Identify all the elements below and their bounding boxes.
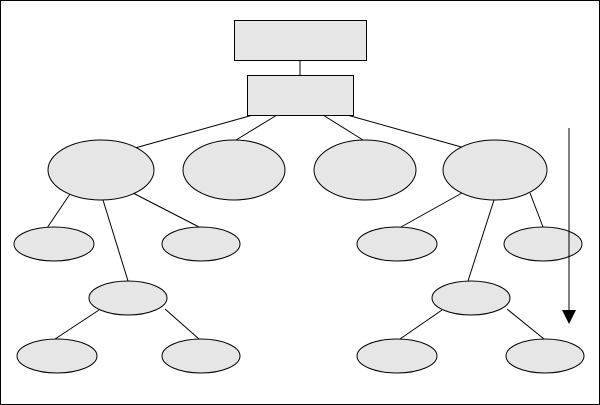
node-l4-a1: [16, 338, 98, 374]
edge-l3-a3-to-l4-a1: [54, 309, 100, 340]
edge-sub-root-to-l2-a: [134, 114, 254, 149]
edge-l2-d-to-l3-d2: [529, 192, 544, 228]
node-l4-a2: [161, 338, 241, 374]
edge-l3-a3-to-l4-a2: [164, 308, 200, 340]
edge-l3-d3-to-l4-d2: [506, 308, 545, 340]
edge-l2-a-to-l3-a3: [102, 199, 129, 282]
node-l2-c: [313, 139, 417, 201]
node-root: [234, 20, 367, 61]
direction-arrow: [562, 128, 576, 324]
edge-l2-d-to-l3-d1: [400, 192, 463, 228]
edge-layer: [46, 60, 545, 340]
edge-sub-root-to-l2-b: [235, 114, 278, 141]
node-l3-d2: [503, 226, 583, 262]
node-l3-a2: [161, 226, 241, 262]
node-l3-a1: [13, 226, 95, 262]
node-l4-d2: [505, 338, 585, 374]
edge-sub-root-to-l2-d: [346, 114, 466, 149]
node-l2-d: [442, 139, 548, 201]
edge-sub-root-to-l2-c: [322, 114, 364, 141]
node-l2-a: [47, 139, 155, 201]
node-l2-b: [182, 139, 286, 201]
arrow-head-down: [562, 310, 576, 324]
edge-l2-a-to-l3-a2: [132, 192, 200, 228]
node-l3-a3: [88, 280, 168, 316]
edge-l2-a-to-l3-a1: [46, 193, 71, 229]
node-layer: [13, 20, 585, 374]
edge-l3-d3-to-l4-d1: [399, 309, 443, 340]
edge-l2-d-to-l3-d3: [467, 199, 495, 282]
node-l4-d1: [356, 338, 438, 374]
node-l3-d1: [356, 226, 438, 262]
node-l3-d3: [431, 280, 511, 316]
node-sub-root: [247, 75, 354, 116]
